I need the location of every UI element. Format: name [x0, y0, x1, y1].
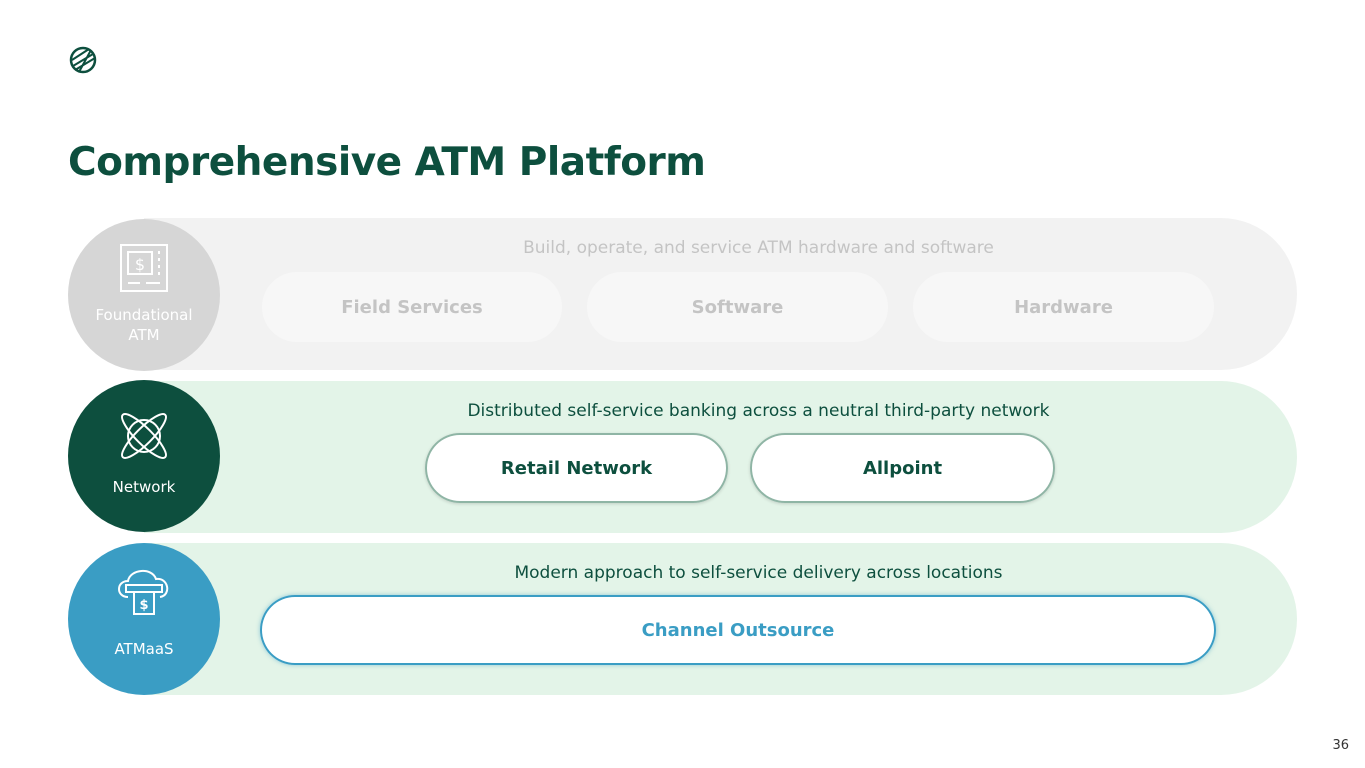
pill-software: Software [587, 272, 888, 342]
atmaas-circle: $ ATMaaS [68, 543, 220, 695]
network-circle: Network [68, 380, 220, 532]
page-number: 36 [1332, 738, 1349, 753]
network-band: Distributed self-service banking across … [144, 381, 1297, 533]
globe-orbit-icon [121, 413, 167, 459]
row-label: Foundational ATM [95, 306, 193, 344]
page-title: Comprehensive ATM Platform [68, 140, 706, 185]
pill-field-services: Field Services [262, 272, 562, 342]
svg-text:$: $ [139, 598, 148, 613]
pill-hardware: Hardware [913, 272, 1214, 342]
logo-globe-icon [69, 46, 97, 74]
pill-channel-outsource: Channel Outsource [260, 595, 1216, 665]
row-label: ATMaaS [114, 640, 174, 658]
cloud-atm-icon: $ [118, 570, 169, 615]
row-label: Network [112, 478, 176, 496]
pill-allpoint: Allpoint [750, 433, 1055, 503]
atmaas-band: Modern approach to self-service delivery… [144, 543, 1297, 695]
row-subtitle: Modern approach to self-service delivery… [514, 563, 1003, 583]
row-subtitle: Distributed self-service banking across … [467, 401, 1050, 421]
atm-safe-icon: $ [120, 244, 168, 292]
row-subtitle: Build, operate, and service ATM hardware… [523, 238, 994, 258]
pill-retail-network: Retail Network [425, 433, 728, 503]
foundational-atm-circle: $ Foundational ATM [68, 219, 220, 371]
foundational-atm-band: Build, operate, and service ATM hardware… [144, 218, 1297, 370]
svg-text:$: $ [135, 255, 145, 274]
